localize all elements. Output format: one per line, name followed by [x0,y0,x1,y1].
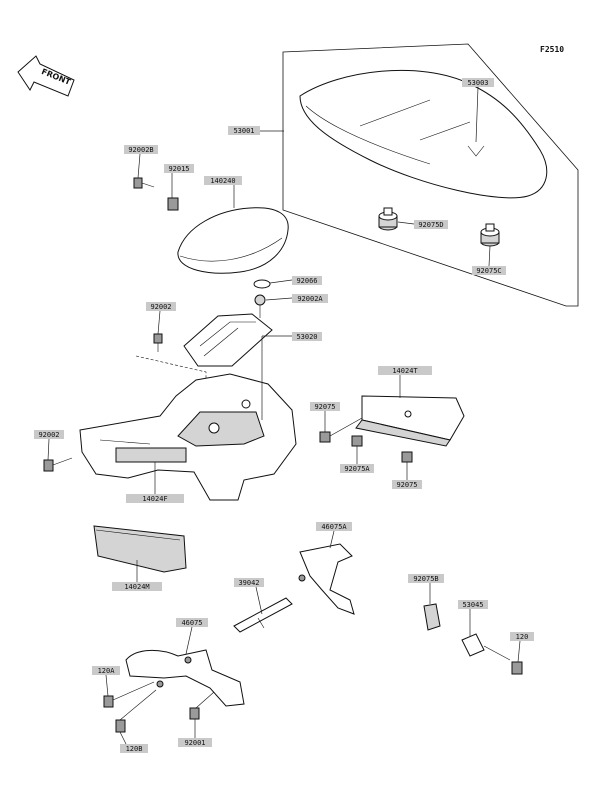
label-92075D: 92075D [418,221,443,229]
bolt-92002B [133,177,155,189]
phantom-line [135,355,207,384]
bracket-46075 [125,649,245,707]
label-120B: 120B [126,745,143,753]
label-92075-b: 92075 [396,481,417,489]
figure-code: F2510 [540,45,564,54]
rubber-92075B [423,603,441,631]
seat-assembly-frame [282,43,579,307]
label-92075A: 92075A [344,465,370,473]
label-92075B: 92075B [413,575,438,583]
label-92075-a: 92075 [314,403,335,411]
washer-92066 [253,279,271,289]
label-53001: 53001 [233,127,254,135]
seat-cover-140240 [177,207,289,274]
label-92002-upper: 92002 [150,303,171,311]
side-panel-14024T [355,395,465,447]
label-53003: 53003 [467,79,488,87]
carrier-53020 [183,313,273,367]
bracket-46075A [298,543,355,615]
grommet-92075A [351,435,363,447]
label-46075A: 46075A [321,523,347,531]
bolt-92002A [254,294,266,318]
label-46075: 46075 [181,619,202,627]
label-92002-left: 92002 [38,431,59,439]
label-14024T: 14024T [392,367,418,375]
damper-92075D [378,207,398,231]
label-120A: 120A [98,667,116,675]
seat-53001 [299,69,548,199]
label-92001: 92001 [184,739,205,747]
grommet-lead [329,417,363,437]
label-14024M: 14024M [124,583,149,591]
bolt-120 [511,661,523,675]
front-arrow-icon: FRONT [17,55,75,97]
grommet-92075-b [401,451,413,463]
rear-cowl-14024F [79,373,297,501]
label-92075C: 92075C [476,267,501,275]
label-39042: 39042 [238,579,259,587]
nut-92015 [167,197,179,211]
bolt-120B [115,689,157,733]
label-120: 120 [516,633,529,641]
label-92002A: 92002A [297,295,323,303]
grommet-92075-a [319,431,331,443]
damper-92075C [480,223,500,247]
label-53045: 53045 [462,601,483,609]
bolt-92002-upper [153,333,163,352]
rod-39042 [233,597,293,633]
label-14024F: 14024F [142,495,167,503]
label-92066: 92066 [296,277,317,285]
bolt-120A [103,681,155,708]
trim-14024M [93,525,187,573]
bolt-92002-left [43,457,73,472]
clamp-53045 [461,633,511,661]
label-140240: 140240 [210,177,235,185]
label-92002B: 92002B [128,146,153,154]
part-labels: 53003 53001 92002B 92015 140240 92075D 9… [34,78,534,753]
bolt-92001 [189,691,215,720]
label-92015: 92015 [168,165,189,173]
label-53020: 53020 [296,333,317,341]
